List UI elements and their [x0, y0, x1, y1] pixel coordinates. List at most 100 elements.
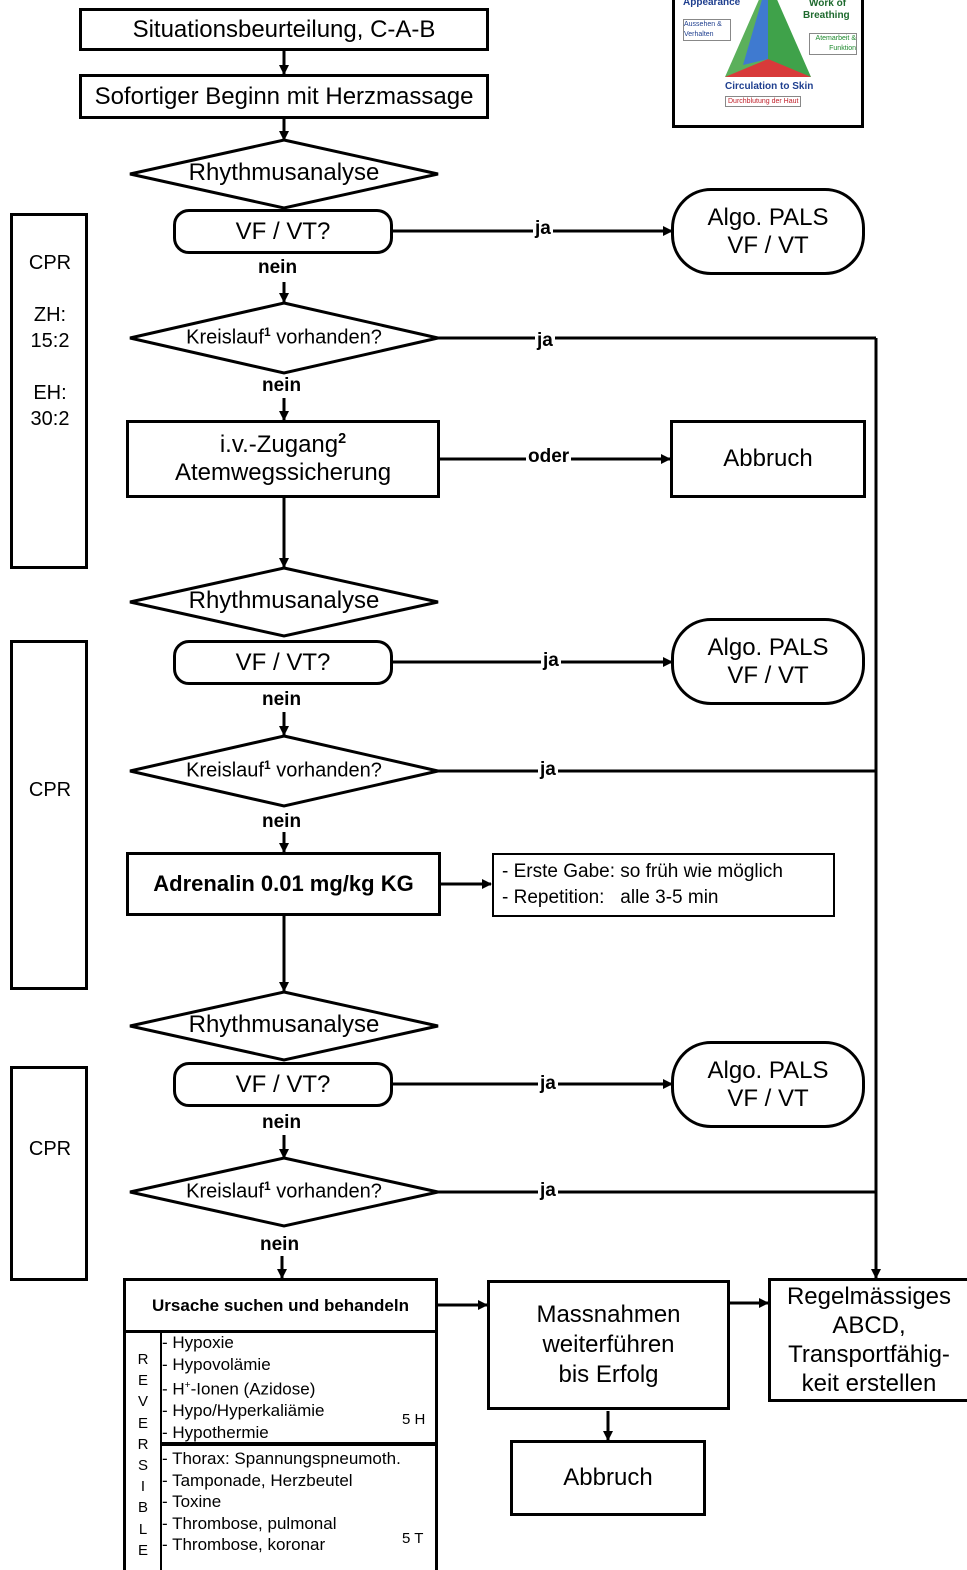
pals-label: Algo. PALS [707, 1056, 829, 1084]
h-tag: 5 H [402, 1411, 426, 1428]
cause-label: Ursache suchen und behandeln [152, 1295, 409, 1315]
tension-pneumothorax-item: - Thorax: Spannungspneumoth. [162, 1449, 401, 1468]
breathing-label: Breathing [803, 10, 850, 21]
iv-airway-box: i.v.-Zugang2 Atemwegssicherung [126, 420, 440, 498]
regular-line-1: Regelmässiges [786, 1283, 952, 1310]
abort-label: Abbruch [563, 1464, 653, 1492]
h-ions-sup: + [184, 1380, 191, 1391]
start-cpr-label: Sofortiger Beginn mit Herzmassage [94, 82, 474, 110]
h-causes-list: - Hypoxie - Hypovolämie - H+-Ionen (Azid… [162, 1332, 325, 1443]
rhythm-analysis-2: Rhythmusanalyse [188, 587, 380, 614]
circulation-suffix: vorhanden? [270, 1180, 382, 1203]
footnote-1: 1 [263, 758, 271, 772]
tamponade-item: - Tamponade, Herzbeutel [162, 1470, 353, 1490]
reversible-letter: E [137, 1372, 148, 1390]
appearance-label: Appearance [683, 0, 741, 8]
no-label: nein [260, 811, 304, 832]
footnote-1: 1 [263, 1179, 271, 1193]
regular-line-2: ABCD, [832, 1312, 906, 1339]
t-tag: 5 T [402, 1530, 424, 1547]
no-label: nein [258, 1234, 302, 1255]
circulation-suffix: vorhanden? [270, 326, 382, 349]
cause-box: Ursache suchen und behandeln [123, 1278, 438, 1333]
circulation-label: Kreislauf [186, 1180, 264, 1203]
hypovolemia-item: - Hypovolämie [162, 1354, 271, 1374]
h-ions-rest: -Ionen (Azidose) [190, 1379, 316, 1399]
reversible-letter: S [137, 1457, 148, 1475]
or-label: oder [526, 446, 572, 467]
yes-label: ja [538, 1180, 558, 1201]
pals-label: Algo. PALS [707, 203, 829, 231]
adrenalin-label: Adrenalin 0.01 mg/kg KG [153, 871, 414, 897]
yes-label: ja [533, 218, 553, 239]
abort-box-1: Abbruch [670, 420, 866, 498]
yes-label: ja [538, 759, 558, 780]
circulation-de-label: Durchblutung der Haut [725, 96, 802, 107]
cpr-bar-2: CPR [10, 640, 88, 990]
iv-access-label: i.v.-Zugang [219, 431, 339, 459]
pals-label: Algo. PALS [707, 633, 829, 661]
hypo-hyperkalemia-item: - Hypo/Hyperkaliämie [162, 1401, 325, 1421]
continue-line-3: bis Erfolg [558, 1361, 659, 1388]
abort-box-2: Abbruch [510, 1440, 706, 1516]
pals-vfvt-box-1: Algo. PALS VF / VT [671, 188, 865, 275]
pals-vfvt-label: VF / VT [727, 1084, 809, 1112]
vfvt-question-1: VF / VT? [173, 209, 393, 254]
cpr-label: CPR [28, 252, 72, 274]
yes-label: ja [541, 650, 561, 671]
circulation-suffix: vorhanden? [270, 759, 382, 782]
yes-label: ja [535, 330, 555, 351]
circulation-label: Kreislauf [186, 326, 264, 349]
vfvt-question-2: VF / VT? [173, 640, 393, 685]
zh-ratio: 15:2 [30, 330, 70, 352]
circulation-label: Kreislauf [186, 759, 264, 782]
rhythm-analysis-1: Rhythmusanalyse [188, 159, 380, 186]
no-label: nein [256, 257, 300, 278]
vfvt-question-3: VF / VT? [173, 1062, 393, 1107]
no-label: nein [260, 375, 304, 396]
no-label: nein [260, 689, 304, 710]
pals-vfvt-label: VF / VT [727, 231, 809, 259]
abort-label: Abbruch [723, 445, 813, 473]
pals-vfvt-label: VF / VT [727, 661, 809, 689]
cpr-label: CPR [28, 1138, 72, 1160]
breathing-de-label: Atemarbeit & Funktion [809, 33, 857, 55]
yes-label: ja [538, 1073, 558, 1094]
reversible-letter: E [137, 1414, 148, 1432]
reversible-letter: L [138, 1520, 148, 1538]
adrenalin-repetition: - Repetition: alle 3-5 min [502, 887, 719, 908]
circulation-question-1: Kreislauf1 vorhanden? [130, 326, 438, 348]
footnote-2: 2 [338, 431, 347, 448]
hypothermia-item: - Hypothermie [162, 1422, 269, 1442]
toxins-item: - Toxine [162, 1492, 222, 1511]
footnote-1: 1 [263, 325, 271, 339]
situation-label: Situationsbeurteilung, C-A-B [132, 15, 436, 43]
pals-vfvt-box-3: Algo. PALS VF / VT [671, 1041, 865, 1128]
appearance-de-label: Aussehen & Verhalten [683, 19, 731, 41]
regular-line-3: Transportfähig- [788, 1341, 950, 1368]
no-label: nein [260, 1112, 304, 1133]
work-of-label: Work of [809, 0, 847, 9]
reversible-divider [160, 1330, 162, 1570]
thrombosis-pulmonary-item: - Thrombose, pulmonal [162, 1513, 337, 1533]
situation-box: Situationsbeurteilung, C-A-B [79, 8, 489, 51]
eh-label: EH: [33, 382, 67, 404]
continue-measures-box: Massnahmen weiterführen bis Erfolg [487, 1280, 730, 1410]
start-cpr-box: Sofortiger Beginn mit Herzmassage [79, 74, 489, 119]
cpr-bar-1: CPR ZH: 15:2 EH: 30:2 [10, 213, 88, 569]
h-ions-item: - H+-Ionen (Azidose) [162, 1375, 325, 1400]
assessment-triangle-panel: Appearance Aussehen & Verhalten Work of … [672, 0, 864, 128]
hypoxia-item: - Hypoxie [162, 1333, 234, 1352]
cpr-label: CPR [28, 779, 72, 801]
vfvt-label: VF / VT? [235, 217, 331, 245]
reversible-letter: E [137, 1541, 148, 1559]
reversible-panel [123, 1330, 438, 1570]
pals-vfvt-box-2: Algo. PALS VF / VT [671, 618, 865, 705]
vfvt-label: VF / VT? [235, 1070, 331, 1098]
reversible-letter: V [137, 1393, 148, 1411]
reversible-letter: R [137, 1351, 149, 1368]
circulation-question-2: Kreislauf1 vorhanden? [130, 759, 438, 781]
eh-ratio: 30:2 [30, 408, 70, 430]
assessment-triangle-icon [725, 0, 811, 77]
